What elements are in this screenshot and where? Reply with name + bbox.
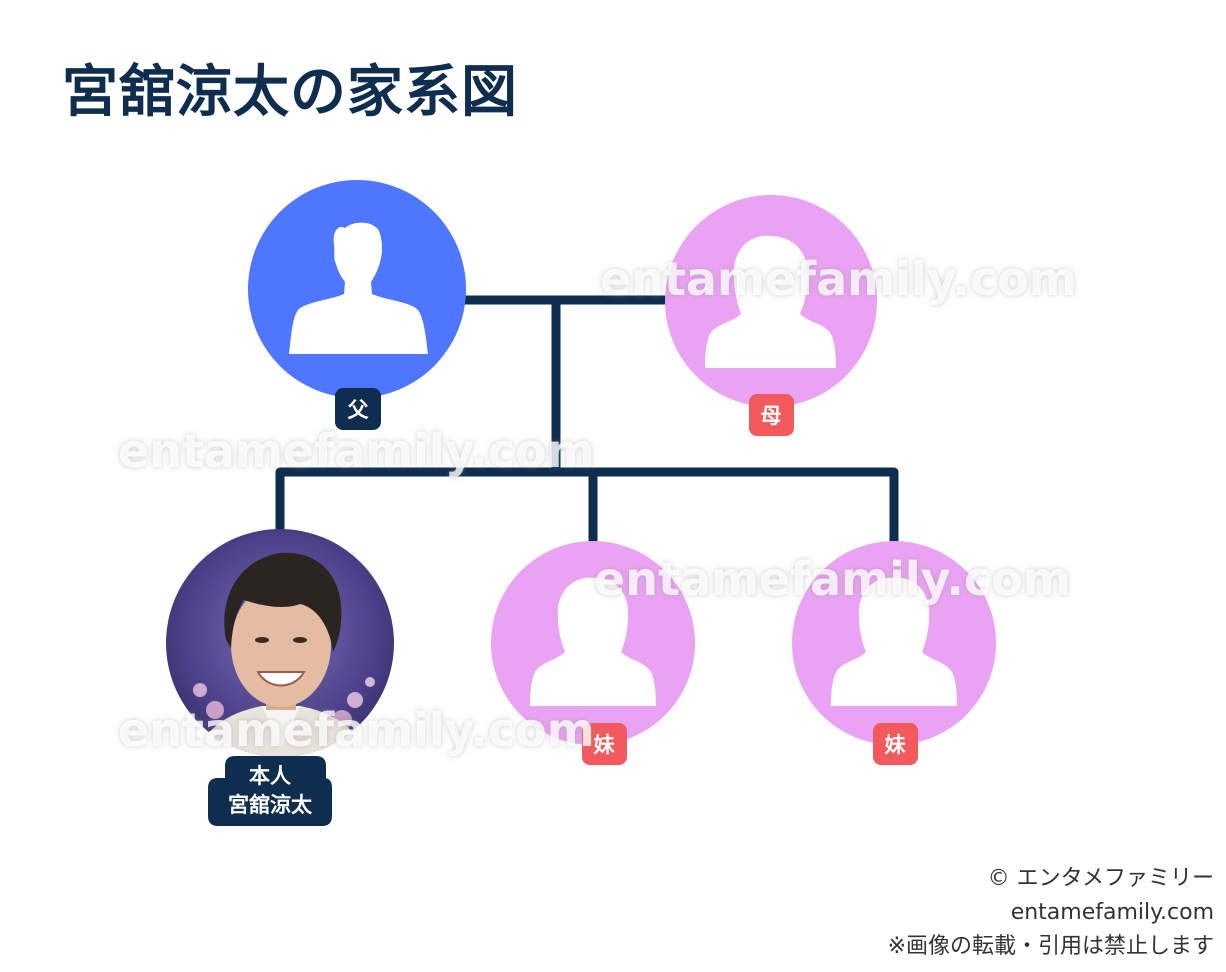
site-url[interactable]: entamefamily.com: [1010, 900, 1214, 925]
self-badge-line1: 本人: [249, 764, 291, 788]
children-bar: [275, 467, 899, 551]
member-sister-2[interactable]: 妹: [792, 541, 996, 765]
watermark-text: entamefamily.com: [118, 703, 595, 757]
watermark-text: entamefamily.com: [594, 552, 1071, 606]
watermarks: entamefamily.com entamefamily.com entame…: [118, 252, 1077, 757]
page-title: 宮舘涼太の家系図: [62, 60, 518, 125]
sister-1-badge-label: 妹: [594, 733, 616, 757]
male-silhouette-icon: [289, 222, 428, 354]
sister-2-badge-label: 妹: [885, 733, 907, 757]
sister-2-badge: [873, 723, 918, 765]
sister-1-badge: [582, 723, 627, 765]
copyright-text: © エンタメファミリー: [987, 866, 1214, 891]
mother-badge-label: 母: [761, 404, 782, 428]
mother-badge: [749, 394, 794, 436]
female-silhouette-icon: [831, 577, 957, 706]
watermark-text: entamefamily.com: [118, 424, 595, 478]
father-badge-label: 父: [348, 398, 370, 422]
father-badge: [335, 388, 381, 430]
self-badge-line2: 宮舘涼太: [228, 793, 313, 817]
watermark-text: entamefamily.com: [600, 252, 1077, 306]
credit-block: © エンタメファミリー entamefamily.com ※画像の転載・引用は禁…: [888, 862, 1214, 964]
member-mother[interactable]: 母: [665, 195, 877, 436]
member-self[interactable]: 本人 宮舘涼太: [160, 525, 400, 826]
member-father[interactable]: 父: [248, 180, 466, 430]
connector-lines: [275, 295, 899, 551]
female-silhouette-icon: [530, 577, 656, 706]
female-silhouette-icon: [705, 235, 836, 368]
reprint-notice: ※画像の転載・引用は禁止します: [887, 934, 1214, 959]
member-sister-1[interactable]: 妹: [491, 541, 695, 765]
self-badge: [208, 756, 332, 826]
